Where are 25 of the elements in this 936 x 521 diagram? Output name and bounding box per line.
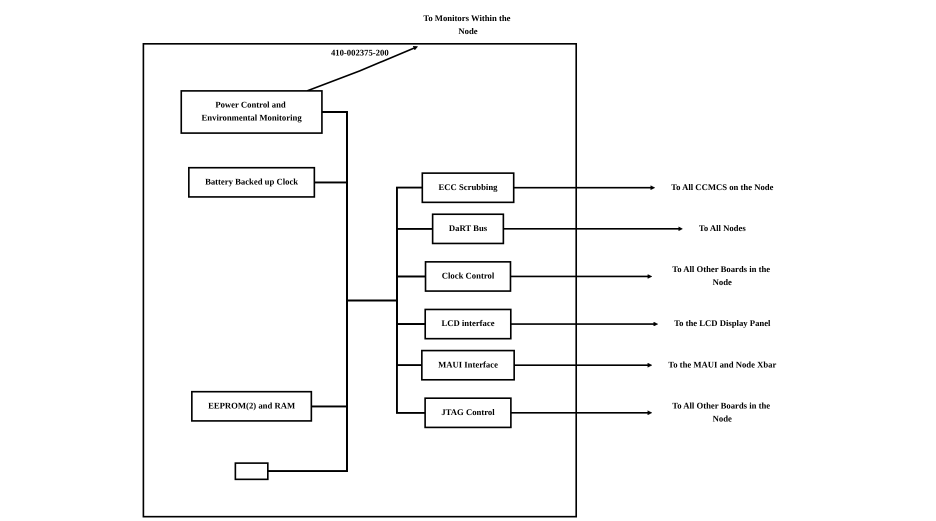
node-text: To Monitors Within the Node (423, 14, 510, 36)
node-box: EEPROM(2) and RAM (191, 390, 312, 422)
node-text: To the LCD Display Panel (674, 319, 770, 328)
node-box: Power Control and Environmental Monitoring (180, 90, 323, 134)
arrow (514, 362, 652, 368)
node-text: To All Other Boards in the Node (672, 401, 770, 424)
node-box: Clock Control (424, 261, 512, 292)
node-box: ECC Scrubbing (422, 172, 514, 204)
node-text: To All CCMCS on the Node (671, 182, 774, 192)
node-text: To All Nodes (698, 224, 746, 234)
node-text: To the MAUI and Node Xbar (668, 360, 776, 370)
arrow (510, 322, 658, 326)
node-box: MAUI Interface (421, 350, 515, 381)
arrow (503, 226, 683, 232)
node-box: LCD interface (424, 308, 512, 340)
node-box (234, 462, 269, 480)
node-text: To All Other Boards in the Node (672, 265, 770, 288)
arrow (510, 274, 652, 279)
node-box: Battery Backed up Clock (188, 166, 316, 198)
arrow (510, 410, 652, 416)
node-box: JTAG Control (424, 397, 512, 428)
node-box: DaRT Bus (432, 213, 504, 244)
connector (268, 228, 433, 472)
arrow (306, 46, 418, 92)
arrow (514, 185, 656, 190)
